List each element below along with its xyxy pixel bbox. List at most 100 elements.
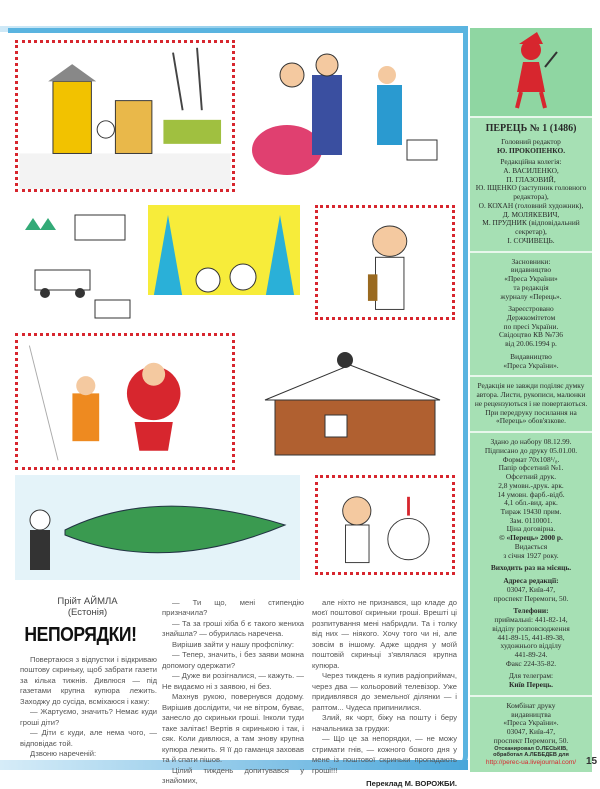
line: При передруку посилання на «Перець» обов…: [485, 407, 577, 426]
line: Свідоцтво КВ №736: [499, 330, 563, 340]
line: приймальні: 441-82-14,: [494, 615, 568, 625]
line: Офсетний друк.: [505, 472, 557, 482]
line: Комбінат друку: [506, 700, 556, 710]
cartoon-outhouses: [15, 40, 235, 192]
print-info-block: Здано до набору 08.12.99.Підписано до др…: [470, 431, 592, 695]
article-column-3: але ніхто не признався, що кладе до моєї…: [312, 598, 457, 789]
line: Зам. 0110001.: [509, 515, 553, 525]
line: художнього відділу: [500, 641, 562, 651]
paragraph: — Ти що, мені стипендію призначила?: [162, 598, 304, 618]
paragraph: Злий, як чорт, біжу на пошту і беру нача…: [312, 713, 457, 733]
editor-label: Головний редактор: [501, 136, 561, 146]
author-country: (Естонія): [67, 607, 108, 619]
line: Формат 70х108¹/₈.: [502, 454, 560, 464]
editorial-board: ПЕРЕЦЬ № 1 (1486) Головний редактор Ю. П…: [470, 116, 592, 251]
paragraph: Махнув рукою, повернувся додому. Вирішив…: [162, 692, 304, 765]
line: Київ Перець.: [509, 680, 553, 690]
cartoon-yellow-trees: [148, 205, 300, 312]
line: від 20.06.1994 р.: [505, 339, 557, 349]
paragraph: — Дуже ви розігналися, — кажуть. — Не ви…: [162, 671, 304, 691]
scan-credit: обработал А.ЛЕБЕДЕВ для: [493, 752, 569, 759]
paragraph: Вирішив зайти у нашу профспілку:: [172, 639, 294, 649]
paragraph: — Що це за непорядки, — не можу стримати…: [312, 734, 457, 775]
cartoon-santa: [15, 333, 235, 470]
article-author: Прійт АЙМЛА(Естонія): [20, 596, 155, 619]
author-name: Прійт АЙМЛА: [57, 596, 118, 607]
paragraph: Цілий тиждень допитувався у знайомих,: [162, 765, 304, 785]
line: Ціна договірна.: [506, 524, 556, 534]
line: «Преса України».: [503, 360, 559, 370]
paragraph: Через тиждень я купив радіоприймач, чере…: [312, 671, 457, 712]
board-member: А. ВАСИЛЕНКО,: [503, 166, 559, 175]
line: «Преса України».: [503, 718, 559, 728]
line: 03047, Київ-47,: [506, 584, 556, 594]
paragraph: але ніхто не признався, що кладе до моєї…: [312, 598, 457, 670]
translator-credit: Переклад М. ВОРОЖБИ.: [366, 778, 457, 788]
line: 441-89-24.: [514, 649, 548, 659]
cartoon-dancers: [237, 40, 452, 192]
line: проспект Перемоги, 50.: [493, 735, 569, 745]
cartoon-christmas-tree: [15, 475, 300, 580]
article-column-1: Повертаюся з відпустки і відкриваю пошто…: [20, 655, 157, 760]
line: видавництво: [510, 265, 552, 275]
line: Підписано до друку 05.01.00.: [484, 445, 578, 455]
line: Тираж 19430 прим.: [500, 506, 562, 516]
line: та редакція: [513, 282, 549, 292]
cartoon-snowy-house: [245, 340, 455, 465]
disclaimer-block: Редакція не завжди поділяє думку автора.…: [470, 375, 592, 431]
line: Телефони:: [513, 606, 549, 616]
line: Засновники:: [511, 256, 551, 266]
founders-block: Засновники:видавництво«Преса України»та …: [470, 250, 592, 376]
line: з січня 1927 року.: [503, 550, 559, 560]
board-member: П. ГЛАЗОВИЙ,: [506, 174, 556, 184]
line: 4,1 обл.-вид. арк.: [504, 498, 558, 508]
paragraph: Повертаюся з відпустки і відкриваю пошто…: [20, 655, 157, 706]
paragraph: Дзвоню нареченій:: [30, 749, 97, 759]
line: Редакція не завжди поділяє думку автора.…: [474, 381, 588, 408]
paragraph: — Діти є куди, але нема чого, — відповід…: [20, 728, 157, 748]
board-member: Ю. ІЩЕНКО (заступник головного редактора…: [475, 183, 587, 202]
bottom-decor-band: [0, 760, 468, 770]
line: 2,8 умовн.-друк. арк.: [498, 480, 564, 490]
line: відділу розповсюдження: [492, 623, 570, 633]
pepper-mascot-icon: [515, 32, 558, 109]
imprint-sidebar: ПЕРЕЦЬ № 1 (1486) Головний редактор Ю. П…: [470, 28, 592, 772]
cartoon-trucks: [15, 200, 140, 330]
board-member: І. СОЧИВЕЦЬ.: [507, 235, 555, 245]
line: Папір офсетний №1.: [498, 463, 564, 473]
source-link[interactable]: http://perec-ua.livejournal.com/: [485, 758, 577, 766]
scan-credit: Отсканировал О.ЛЕСЬКІВ,: [494, 745, 568, 752]
paragraph: — Тепер, значить, і без заяви можна допо…: [162, 650, 304, 670]
line: журналу «Перець».: [500, 291, 562, 301]
line: «Преса України»: [504, 274, 558, 284]
line: Видавництво: [510, 351, 552, 361]
line: © «Перець» 2000 р.: [499, 533, 563, 543]
issue-masthead: ПЕРЕЦЬ № 1 (1486): [485, 123, 577, 134]
line: видавництва: [511, 709, 551, 719]
page-number: 15: [586, 756, 598, 767]
line: Видається: [514, 541, 548, 551]
cartoon-pot-man: [315, 475, 455, 575]
board-member: О. КОХАН (головний художник),: [478, 200, 584, 210]
board-member: М. ПРУДНИК (відповідальний секретар),: [482, 218, 580, 237]
line: Для телеграм:: [508, 671, 554, 681]
frequency: Виходить раз на місяць.: [490, 563, 572, 573]
line: 441-89-15, 441-89-38,: [497, 632, 565, 642]
line: 14 умовн. фарб.-відб.: [497, 489, 565, 499]
line: Держкомітетом: [506, 313, 556, 323]
board-member: Д. МОЛЯКЕВИЧ,: [502, 209, 560, 219]
line: 03047, Київ-47,: [506, 727, 556, 737]
line: Зареєстровано: [508, 304, 554, 314]
paragraph: — Жартуємо, значить? Немає куди гроші ді…: [20, 707, 157, 727]
line: проспект Перемоги, 50.: [493, 593, 569, 603]
line: по пресі України.: [503, 321, 559, 331]
cartoon-man-bottle: [315, 205, 455, 320]
article-column-2: — Ти що, мені стипендію призначила?— Та …: [162, 598, 304, 786]
paragraph: — Та за гроші хіба б є такого жениха зна…: [162, 618, 304, 639]
perets-logo: [470, 28, 592, 116]
line: Адреса редакції:: [503, 576, 559, 586]
editor-name: Ю. ПРОКОПЕНКО.: [496, 145, 566, 155]
line: Факс 224-35-82.: [505, 658, 557, 668]
line: Здано до набору 08.12.99.: [490, 437, 572, 447]
